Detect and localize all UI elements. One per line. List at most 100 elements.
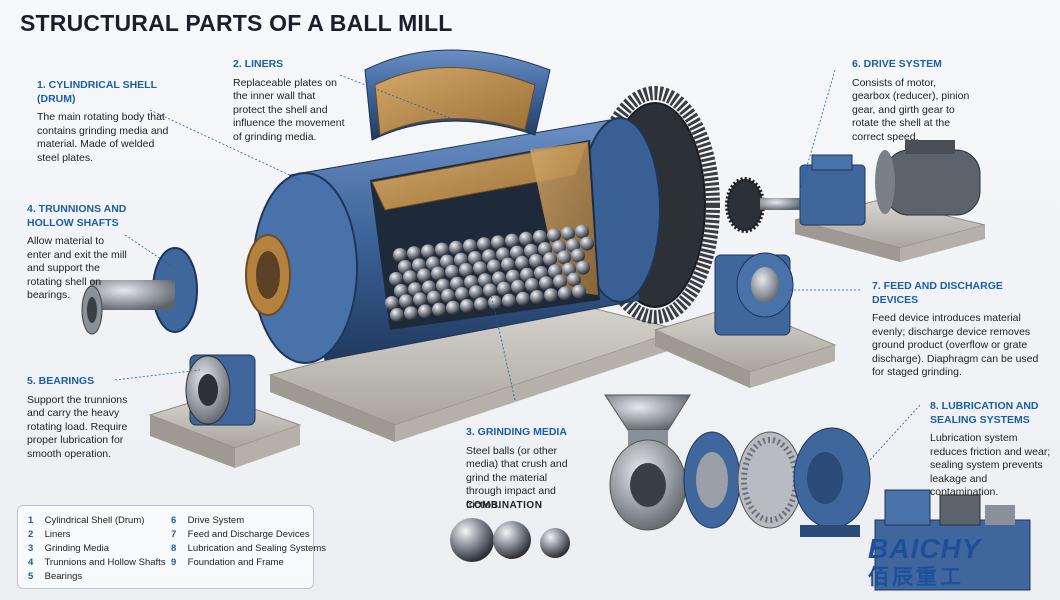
annotation-bearings: 5. BEARINGS Support the trunnions and ca… xyxy=(27,375,137,461)
grinding-ball xyxy=(488,295,502,310)
annotation-drive-heading: 6. DRIVE SYSTEM xyxy=(852,58,942,70)
grinding-ball xyxy=(547,228,561,243)
grinding-ball xyxy=(525,278,539,292)
annotation-shell-heading: 1. CYLINDRICAL SHELL (DRUM) xyxy=(37,79,157,105)
grinding-media-inside xyxy=(385,224,594,322)
grinding-ball xyxy=(487,259,501,274)
liner-panel xyxy=(364,49,551,141)
combination-label: COMBINATION xyxy=(466,500,543,511)
annotation-trunnions-body: Allow material to enter and exit the mil… xyxy=(27,235,127,301)
grinding-ball xyxy=(459,263,473,277)
legend-item: 5 Bearings xyxy=(28,571,83,582)
grinding-ball xyxy=(572,284,586,299)
annotation-lube-heading-2: SEALING SYSTEMS xyxy=(930,413,1030,426)
grinding-ball xyxy=(505,233,519,248)
annotation-liners: 2. LINERS Replaceable plates on the inne… xyxy=(233,58,345,144)
annotation-trunnions: 4. TRUNNIONS AND HOLLOW SHAFTS Allow mat… xyxy=(27,203,127,303)
grinding-ball xyxy=(544,288,558,303)
grinding-ball xyxy=(407,246,421,261)
hollow-shaft xyxy=(81,247,198,335)
grinding-ball xyxy=(404,306,418,321)
right-foundation xyxy=(653,304,837,388)
leader-lines xyxy=(114,69,921,461)
annotation-feed-heading: 7. FEED AND DISCHARGE DEVICES xyxy=(872,280,1003,306)
annotation-shell-body: The main rotating body that contains gri… xyxy=(37,111,169,164)
grinding-ball xyxy=(477,237,491,252)
left-bearing xyxy=(185,354,256,426)
grinding-ball xyxy=(435,242,449,257)
annotation-trunnions-heading-2: HOLLOW SHAFTS xyxy=(27,216,119,229)
annotation-feed: 7. FEED AND DISCHARGE DEVICES Feed devic… xyxy=(872,280,1044,380)
annotation-trunnions-heading-1: 4. TRUNNIONS AND xyxy=(27,203,127,215)
grinding-ball xyxy=(431,266,445,281)
grinding-ball xyxy=(571,248,585,263)
grinding-ball xyxy=(511,279,525,294)
legend-item: 4 Trunnions and Hollow Shafts xyxy=(28,557,166,568)
grinding-ball xyxy=(530,290,544,304)
annotation-lube-body: Lubrication system reduces friction and … xyxy=(930,432,1051,498)
trunnion-end xyxy=(245,234,291,316)
pinion-gear xyxy=(725,177,800,233)
brand-logo: BAICHY 佰辰重工 xyxy=(868,533,981,591)
legend-item: 9 Foundation and Frame xyxy=(171,557,284,568)
grinding-ball xyxy=(529,254,543,268)
annotation-bearings-heading: 5. BEARINGS xyxy=(27,375,95,387)
grinding-ball xyxy=(418,304,432,319)
grinding-ball xyxy=(432,302,446,317)
legend-item: 6 Drive System xyxy=(171,515,245,526)
grinding-ball xyxy=(385,296,399,310)
grinding-ball xyxy=(473,261,487,276)
parts-legend: 1 Cylindrical Shell (Drum) 2 Liners 3 Gr… xyxy=(17,505,326,589)
feed-hopper xyxy=(604,394,691,531)
grate-plate xyxy=(683,431,803,529)
grinding-ball xyxy=(455,287,469,301)
grinding-ball xyxy=(543,252,557,267)
grinding-ball xyxy=(519,231,533,246)
right-bearing xyxy=(714,252,794,336)
grinding-ball xyxy=(393,248,407,262)
grinding-ball xyxy=(445,264,459,279)
grinding-ball xyxy=(497,281,511,296)
grinding-ball xyxy=(553,274,567,289)
annotation-bearings-body: Support the trunnions and carry the heav… xyxy=(27,393,128,460)
grinding-ball xyxy=(580,236,594,251)
annotation-lube-heading-1: 8. LUBRICATION AND xyxy=(930,400,1039,412)
grinding-ball xyxy=(403,270,417,285)
grinding-ball xyxy=(515,255,529,270)
annotation-media-body: Steel balls (or other media) that crush … xyxy=(466,444,568,511)
annotation-drive-body: Consists of motor, gearbox (reducer), pi… xyxy=(852,76,970,143)
grinding-ball xyxy=(389,272,403,286)
grinding-ball xyxy=(561,226,575,241)
grinding-ball xyxy=(390,308,404,322)
electric-motor xyxy=(875,140,981,216)
grinding-ball xyxy=(417,268,431,283)
grinding-ball xyxy=(427,290,441,305)
grinding-ball xyxy=(460,299,474,313)
grinding-ball xyxy=(413,292,427,307)
brand-wordmark: BAICHY xyxy=(868,533,982,564)
grinding-ball xyxy=(469,285,483,300)
annotation-feed-body: Feed device introduces material evenly; … xyxy=(872,312,1039,378)
legend-item: 1 Cylindrical Shell (Drum) xyxy=(28,515,145,526)
grinding-ball xyxy=(501,257,515,272)
legend-item: 7 Feed and Discharge Devices xyxy=(171,529,310,540)
grinding-ball xyxy=(516,291,530,306)
grinding-ball xyxy=(533,230,547,244)
annotation-lube: 8. LUBRICATION AND SEALING SYSTEMS Lubri… xyxy=(930,400,1055,500)
page-title: STRUCTURAL PARTS OF A BALL MILL xyxy=(20,10,453,36)
grinding-ball xyxy=(399,294,413,309)
annotation-media-heading: 3. GRINDING MEDIA xyxy=(466,426,567,438)
annotation-media: 3. GRINDING MEDIA Steel balls (or other … xyxy=(466,426,581,512)
grinding-ball xyxy=(575,224,589,239)
grinding-ball xyxy=(539,276,553,291)
grinding-ball xyxy=(441,288,455,303)
grinding-ball xyxy=(421,244,435,259)
legend-item: 3 Grinding Media xyxy=(28,543,110,554)
annotation-liners-body: Replaceable plates on the inner wall tha… xyxy=(233,76,345,143)
discharge-cover xyxy=(793,427,871,537)
grinding-ball xyxy=(491,235,505,250)
sample-balls xyxy=(450,518,570,562)
grinding-ball xyxy=(463,239,477,253)
